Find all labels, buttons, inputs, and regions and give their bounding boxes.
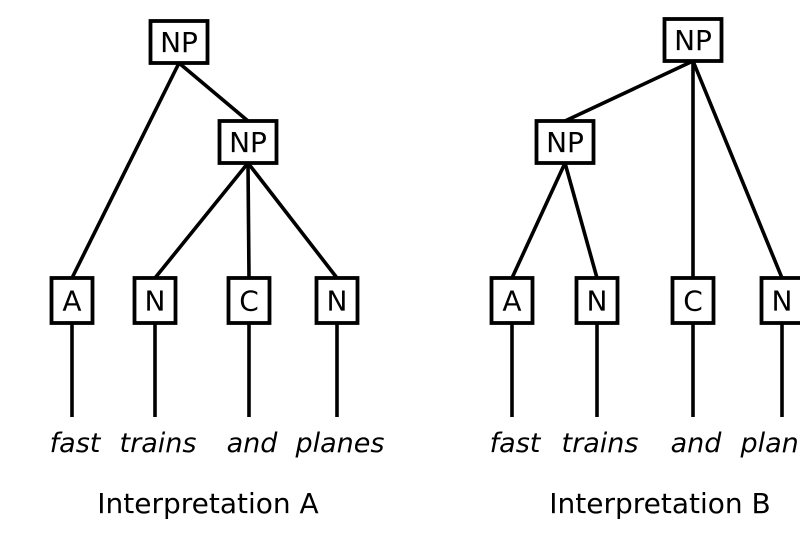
terminal-word-planes: planes [295, 428, 385, 459]
node-label-a: A [502, 285, 521, 318]
node-label-np2: NP [546, 126, 584, 159]
node-label-n2: N [772, 285, 793, 318]
terminal-word-trains: trains [120, 428, 197, 459]
node-label-c: C [239, 285, 259, 318]
terminal-word-fast: fast [50, 428, 102, 459]
node-label-np1: NP [160, 26, 198, 59]
node-label-n1: N [587, 285, 608, 318]
node-label-n2: N [327, 285, 348, 318]
node-label-c: C [683, 285, 703, 318]
tree-edge-np2-c [248, 163, 249, 278]
node-label-n1: N [145, 285, 166, 318]
terminal-word-fast: fast [490, 428, 542, 459]
terminal-word-planes: planes [740, 428, 800, 459]
tree-caption-interpretation-a: Interpretation A [97, 487, 318, 520]
tree-caption-interpretation-b: Interpretation B [549, 487, 771, 520]
node-label-np1: NP [674, 24, 712, 57]
terminal-word-and: and [671, 428, 723, 459]
terminal-word-and: and [227, 428, 279, 459]
node-label-a: A [62, 285, 81, 318]
node-label-np2: NP [229, 126, 267, 159]
terminal-word-trains: trains [562, 428, 639, 459]
